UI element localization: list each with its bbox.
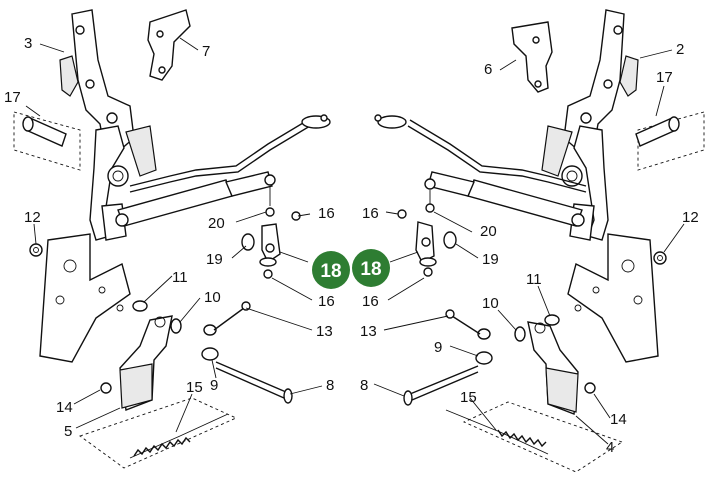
callout-15-left: 15 [186,379,203,396]
left-gas-spring [115,171,276,227]
callout-15-right: 15 [460,389,477,406]
callout-16-c: 16 [362,205,379,222]
callout-labels: 3 7 17 12 20 16 19 16 11 10 13 9 8 14 5 … [4,35,699,456]
left-bolt-12 [29,243,43,257]
callout-8-left: 8 [326,377,334,394]
right-cross-rod [374,114,587,193]
callout-16-a: 16 [318,205,335,222]
left-pin-assembly [241,186,301,279]
right-swing-arm [527,321,596,415]
callout-11-left: 11 [172,269,188,286]
right-small-bracket [511,21,553,93]
badge-left-label: 18 [320,261,341,282]
left-upper-bracket [59,9,135,151]
callout-5: 5 [64,423,72,440]
callout-19-left: 19 [206,251,223,268]
left-swing-arm [100,315,173,411]
callout-19-right: 19 [482,251,499,268]
callout-11-right: 11 [526,271,542,288]
leader-lines [25,37,685,445]
callout-14-left: 14 [56,399,73,416]
left-hardware [132,300,293,404]
callout-13-right: 13 [360,323,377,340]
right-lift-frame [541,125,609,241]
callout-7: 7 [202,43,210,60]
left-spring [79,397,238,469]
left-roller [13,111,81,171]
callout-9-right: 9 [434,339,442,356]
right-lower-plate [567,233,659,363]
callout-8-right: 8 [360,377,368,394]
callout-16-b: 16 [318,293,335,310]
callout-10-right: 10 [482,295,499,312]
callout-2: 2 [676,41,684,58]
right-bolt-12 [653,251,667,265]
left-cross-rod [129,114,331,193]
right-hardware [403,309,560,406]
right-spring [445,401,624,473]
callout-16-d: 16 [362,293,379,310]
right-upper-bracket [563,9,639,151]
callout-17-right: 17 [656,69,673,86]
callout-3: 3 [24,35,32,52]
callout-4: 4 [606,439,614,456]
callout-10-left: 10 [204,289,221,306]
badge-right-label: 18 [360,259,381,280]
right-pin-assembly [397,190,457,277]
callout-13-left: 13 [316,323,333,340]
callout-20-left: 20 [208,215,225,232]
left-lower-plate [39,233,131,363]
callout-9-left: 9 [210,377,218,394]
left-small-bracket [147,9,191,81]
highlight-badge-left[interactable]: 18 [312,251,350,289]
right-gas-spring [424,171,585,227]
callout-12-right: 12 [682,209,699,226]
highlight-badge-right[interactable]: 18 [352,249,390,287]
callout-14-right: 14 [610,411,627,428]
callout-6: 6 [484,61,492,78]
callout-17-left: 17 [4,89,21,106]
right-roller [635,111,705,171]
callout-20-right: 20 [480,223,497,240]
callout-12-left: 12 [24,209,41,226]
